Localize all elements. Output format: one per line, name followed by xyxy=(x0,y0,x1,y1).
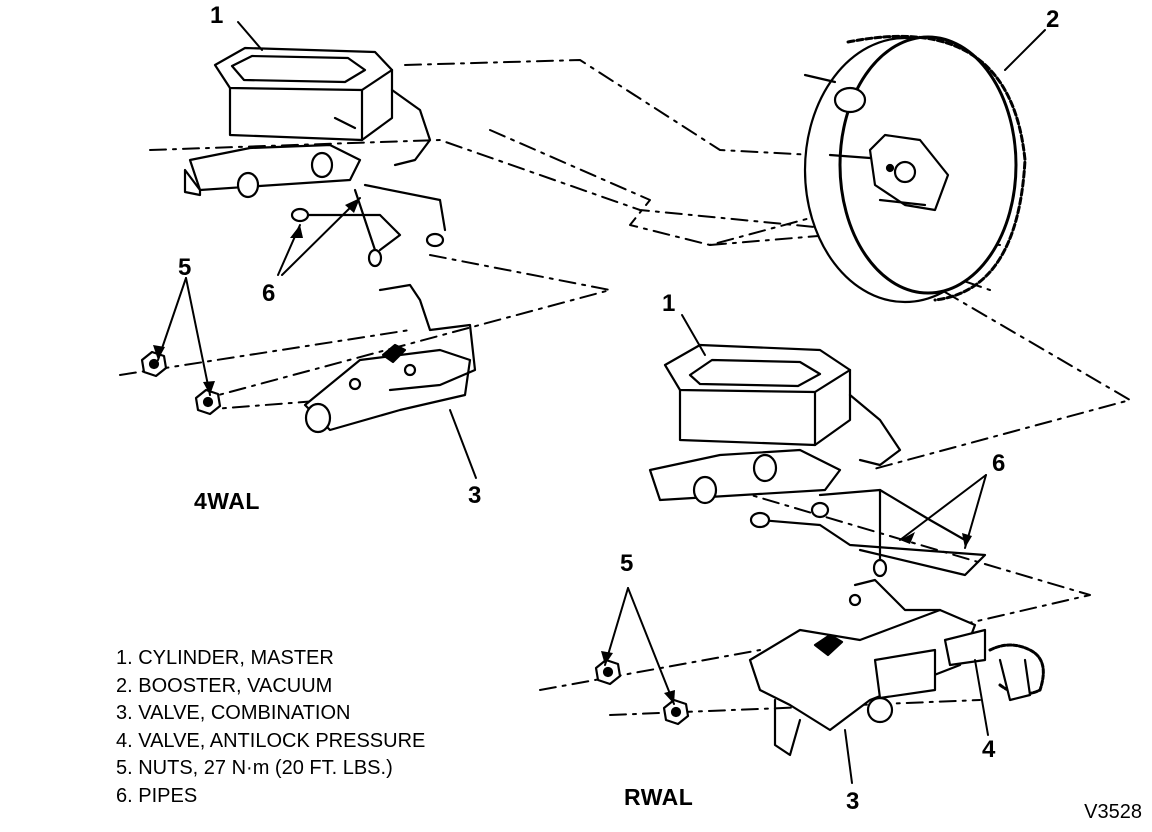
legend-item-master-cylinder: 1. CYLINDER, MASTER xyxy=(116,647,334,669)
vacuum-booster xyxy=(803,34,1027,304)
callout-2: 2 xyxy=(1046,6,1060,33)
nuts-top xyxy=(140,350,222,416)
antilock-pressure-valve xyxy=(943,628,1045,702)
legend-item-vacuum-booster: 2. BOOSTER, VACUUM xyxy=(116,674,333,697)
parts-legend: 1. CYLINDER, MASTER 2. BOOSTER, VACUUM 3… xyxy=(116,645,425,810)
master-cylinder-4wal xyxy=(183,46,432,199)
legend-item-nuts: 5. NUTS, 27 N·m (20 FT. LBS.) xyxy=(116,757,393,779)
legend-item-pipes: 6. PIPES xyxy=(116,784,198,807)
system-label-rwal: RWAL xyxy=(624,784,694,810)
legend-item-antilock-valve: 4. VALVE, ANTILOCK PRESSURE xyxy=(116,729,426,752)
master-cylinder-rwal xyxy=(648,343,902,505)
callout-1-mid: 1 xyxy=(662,290,676,317)
callout-4: 4 xyxy=(982,736,996,763)
legend-item-combination-valve: 3. VALVE, COMBINATION xyxy=(116,702,351,724)
pipes-4wal xyxy=(290,183,447,268)
callout-6-top: 6 xyxy=(262,280,276,307)
figure-id: V3528 xyxy=(1084,801,1142,823)
leader-lines xyxy=(157,21,1046,784)
callout-1-top: 1 xyxy=(210,2,224,29)
pipes-rwal xyxy=(749,488,987,578)
callout-5-top: 5 xyxy=(178,254,192,281)
combination-valve-rwal xyxy=(748,578,977,757)
callout-6-mid: 6 xyxy=(992,450,1006,477)
combination-valve-4wal xyxy=(303,283,477,434)
nuts-bottom xyxy=(594,658,690,726)
callout-3-top: 3 xyxy=(468,482,482,509)
system-label-4wal: 4WAL xyxy=(194,488,260,514)
leader-arrowheads xyxy=(153,198,972,704)
callout-3-bottom: 3 xyxy=(846,788,860,815)
callout-5-bottom: 5 xyxy=(620,550,634,577)
